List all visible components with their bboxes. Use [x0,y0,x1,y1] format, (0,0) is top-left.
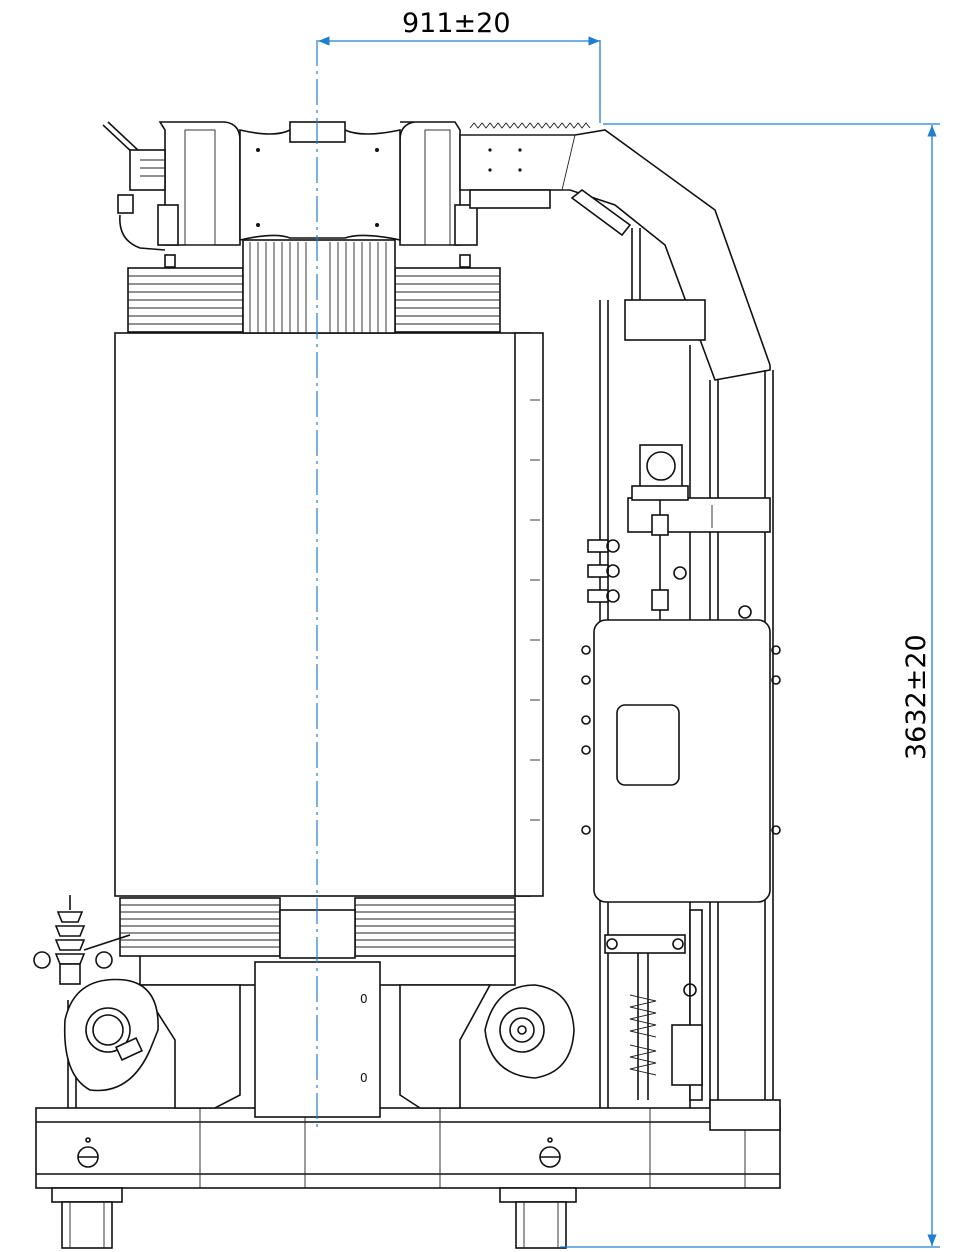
svg-text:0: 0 [360,1071,368,1085]
base-frame [35,1107,781,1189]
upper-winding-left [127,267,244,333]
top-left-terminal [102,121,166,251]
wheel-left [51,1187,123,1249]
lower-winding-right [354,897,516,957]
height-dimension-label: 3632±20 [901,634,932,760]
cooling-fan-left [63,978,159,1092]
indicator-gauge [631,444,689,620]
tap-terminals [587,539,620,603]
height-dimension [560,123,940,1248]
lower-clamp-assembly: 0 0 [63,897,575,1118]
wheel-right [499,1187,577,1249]
cooling-fan-right [484,984,575,1079]
width-dimension-label: 911±20 [402,8,511,39]
lifting-lug-right [539,1137,561,1168]
insulator-bushing [33,895,131,985]
svg-text:0: 0 [360,992,368,1006]
top-yoke-clamp [157,121,478,268]
lower-winding-left [119,897,281,957]
width-dimension [318,36,601,123]
control-box [581,605,781,903]
upper-winding-right [394,267,501,333]
lifting-lug-left [77,1137,99,1168]
spring-mechanism [604,909,703,1101]
coil-body [114,332,544,897]
core-lamination [242,239,396,334]
